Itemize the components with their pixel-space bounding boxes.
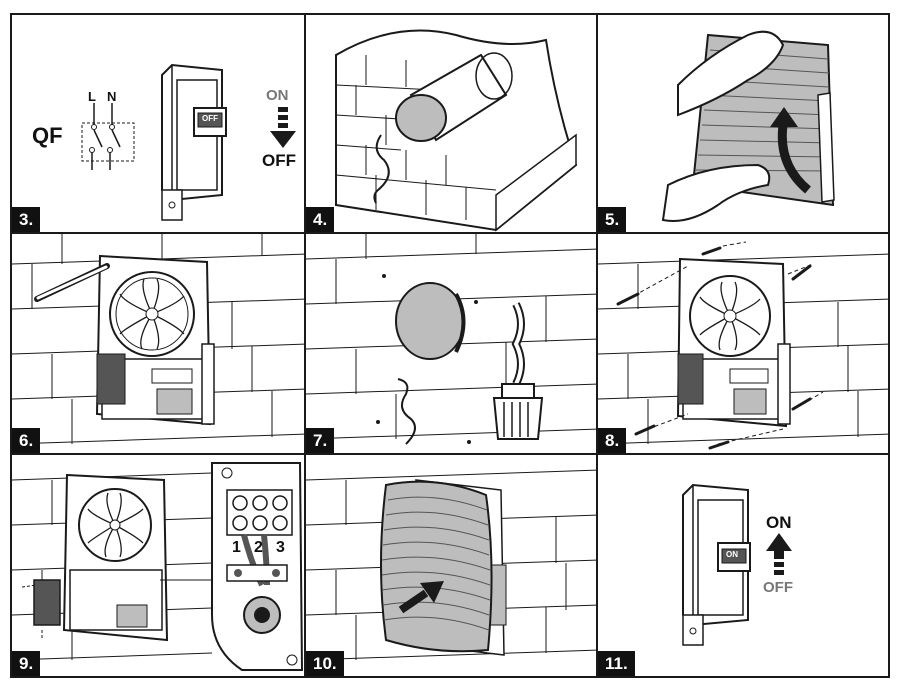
panel-step-6: 6. <box>10 232 306 455</box>
step-number: 11. <box>598 651 635 676</box>
panel-step-5: 5. <box>596 13 890 234</box>
panel-step-10: 10. <box>304 453 598 678</box>
step-number: 5. <box>598 207 627 232</box>
panel-step-9: 1 2 3 9. <box>10 453 306 678</box>
panel-step-8: 8. <box>596 232 890 455</box>
step-number: 9. <box>12 651 41 676</box>
breaker-off-text: OFF <box>202 114 218 123</box>
drill-holes-illustration <box>306 234 596 445</box>
wall-duct-illustration <box>335 29 578 232</box>
terminal-3-label: 3 <box>276 539 285 556</box>
n-label: N <box>107 89 117 104</box>
off-label: OFF <box>262 151 296 170</box>
terminal-1-label: 1 <box>232 539 241 556</box>
panel-step-11: ON OFF ON 11. <box>596 453 890 678</box>
step-number: 6. <box>12 428 41 453</box>
step-number: 8. <box>598 428 627 453</box>
terminal-2-label: 2 <box>254 539 263 556</box>
panel-step-7: 7. <box>304 232 598 455</box>
l-label: L <box>88 89 96 104</box>
on-label: ON <box>266 87 289 104</box>
circuit-breaker-on-illustration <box>682 483 792 646</box>
attach-cover-illustration <box>306 469 596 661</box>
wiring-terminal-illustration <box>12 462 304 671</box>
circuit-breaker-off-illustration <box>81 63 296 221</box>
step-number: 10. <box>306 651 344 676</box>
fan-base-wall-illustration <box>12 234 304 445</box>
panel-step-4: 4. <box>304 13 598 234</box>
off-label: OFF <box>763 579 793 596</box>
breaker-on-text: ON <box>726 550 738 559</box>
qf-label: QF <box>32 123 63 148</box>
step-number: 3. <box>12 207 41 232</box>
remove-cover-illustration <box>661 30 835 222</box>
on-label: ON <box>766 513 792 532</box>
panel-step-3: QF L N ON OFF OFF 3. <box>10 13 306 234</box>
step-number: 7. <box>306 428 335 453</box>
screw-mounting-illustration <box>598 241 888 450</box>
step-number: 4. <box>306 207 335 232</box>
